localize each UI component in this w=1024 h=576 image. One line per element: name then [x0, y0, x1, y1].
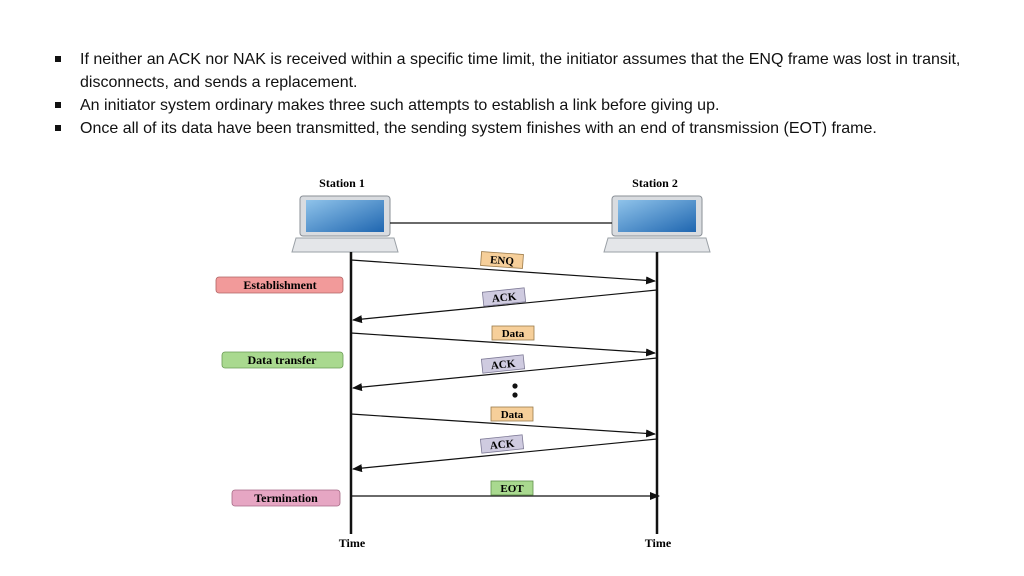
bullet-item: An initiator system ordinary makes three… [52, 94, 1002, 117]
time-label-left: Time [339, 536, 366, 550]
frame-label-enq: ENQ [480, 251, 524, 269]
svg-text:Data transfer: Data transfer [248, 353, 318, 367]
ellipsis-dot [512, 392, 518, 398]
svg-text:Termination: Termination [254, 491, 318, 505]
computer-icon [291, 195, 399, 253]
station-2-label: Station 2 [632, 176, 678, 190]
station-1-label: Station 1 [319, 176, 365, 190]
phase-badge-data-transfer: Data transfer [221, 351, 344, 369]
frame-label-ack: ACK [480, 354, 526, 374]
svg-text:Establishment: Establishment [243, 278, 316, 292]
enq-arrow [350, 259, 656, 285]
svg-text:ACK: ACK [491, 291, 517, 306]
svg-text:Data: Data [501, 409, 524, 421]
ack-arrow [352, 357, 658, 392]
data-arrow [350, 413, 656, 438]
svg-text:Data: Data [502, 328, 525, 340]
bullet-item: If neither an ACK nor NAK is received wi… [52, 48, 1002, 94]
ellipsis-dot [512, 383, 518, 389]
frame-label-eot: EOT [490, 480, 534, 496]
frame-label-ack: ACK [479, 434, 525, 454]
computer-icon [603, 195, 711, 253]
frame-label-data: Data [491, 325, 535, 341]
svg-text:ENQ: ENQ [490, 254, 515, 268]
data-arrow [350, 332, 656, 357]
phase-badge-termination: Termination [231, 489, 341, 507]
ack-arrow [352, 289, 658, 324]
time-label-right: Time [645, 536, 672, 550]
svg-text:EOT: EOT [500, 483, 524, 495]
bullet-list: If neither an ACK nor NAK is received wi… [52, 48, 1002, 140]
svg-text:ACK: ACK [490, 358, 516, 373]
frame-label-data: Data [490, 406, 534, 422]
bullet-item: Once all of its data have been transmitt… [52, 117, 1002, 140]
ack-arrow [352, 438, 658, 473]
svg-text:ACK: ACK [489, 438, 515, 453]
phase-badge-establishment: Establishment [215, 276, 344, 294]
frame-label-ack: ACK [481, 287, 527, 307]
